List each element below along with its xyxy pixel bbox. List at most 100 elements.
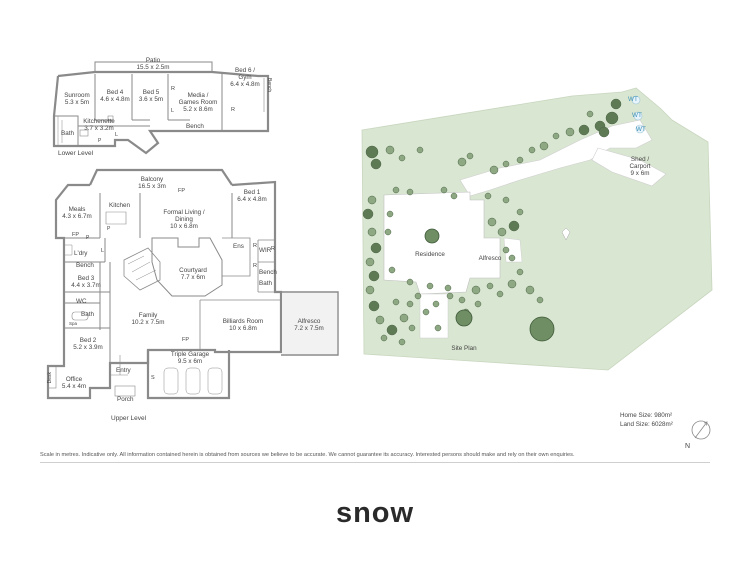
- label-bench: Bench: [186, 123, 204, 130]
- tree: [474, 300, 482, 308]
- room-meals: Meals 4.3 x 6.7m: [60, 206, 94, 220]
- tree: [386, 210, 394, 218]
- label-s: S: [151, 375, 155, 381]
- tree: [484, 192, 492, 200]
- site-label-water-tank-3: WT: [636, 126, 646, 133]
- trees: [362, 98, 622, 346]
- room-name: Sunroom: [64, 92, 90, 99]
- tree: [598, 126, 610, 138]
- upper-level-title: Upper Level: [111, 415, 147, 422]
- tree: [386, 324, 398, 336]
- tree: [539, 141, 549, 151]
- tree: [408, 324, 416, 332]
- room-dim: 4.3 x 6.7m: [62, 213, 92, 220]
- room-name: Media /: [187, 92, 209, 99]
- label-desk: Desk: [47, 372, 53, 384]
- room-name: Patio: [145, 57, 161, 64]
- label-r-3: R: [253, 263, 257, 269]
- label-r-2: R: [271, 246, 275, 252]
- room-office: Office 5.4 x 4m: [60, 376, 88, 390]
- room-balcony: Balcony 16.5 x 3m: [134, 176, 170, 190]
- lower-level-plan: [52, 61, 270, 155]
- lower-level-title: Lower Level: [58, 150, 94, 157]
- tree: [406, 278, 414, 286]
- site-label-water-tank-2: WT: [632, 112, 642, 119]
- compass-north-label: N: [685, 443, 690, 448]
- tree: [440, 186, 448, 194]
- land-size: Land Size: 6028m²: [620, 421, 673, 428]
- tree: [471, 285, 481, 295]
- room-name: Bed 3: [77, 275, 95, 282]
- tree: [586, 110, 594, 118]
- label-wc: WC: [76, 298, 87, 305]
- site-label-alfresco: Alfresco: [478, 255, 502, 262]
- label-spa: Spa: [69, 321, 78, 326]
- room-dim: 16.5 x 3m: [138, 183, 166, 190]
- driveway: [459, 119, 653, 197]
- tree: [380, 334, 388, 342]
- tree-large: [424, 228, 440, 244]
- room-dim: 4.4 x 3.7m: [71, 282, 101, 289]
- compass-icon: N: [685, 420, 711, 448]
- label-l: L: [171, 108, 175, 114]
- tree: [414, 292, 422, 300]
- room-name: Billiards Room: [222, 318, 264, 325]
- room-dim: 3.7 x 3.2m: [84, 125, 114, 132]
- room-dim: 4.6 x 4.8m: [100, 96, 130, 103]
- label-bench-vertical: Bench: [266, 78, 272, 93]
- tree: [508, 220, 520, 232]
- room-dim: 7.2 x 7.5m: [294, 325, 324, 332]
- tree: [466, 152, 474, 160]
- tree: [502, 160, 510, 168]
- tree: [370, 158, 382, 170]
- room-name: Alfresco: [297, 318, 321, 325]
- tree: [508, 254, 516, 262]
- room-dim: 5.2 x 3.9m: [73, 344, 103, 351]
- room-name: Bed 2: [79, 337, 97, 344]
- tree: [368, 300, 380, 312]
- tree: [432, 300, 440, 308]
- tree: [367, 227, 377, 237]
- disclaimer: Scale in metres. Indicative only. All in…: [40, 452, 575, 458]
- tree: [450, 192, 458, 200]
- label-bath: Bath: [61, 130, 74, 137]
- tree: [536, 296, 544, 304]
- tree: [525, 285, 535, 295]
- room-kitchenette: Kitchenette 3.7 x 3.2m: [80, 118, 118, 132]
- label-entry: Entry: [116, 367, 131, 374]
- label-bench-1: Bench: [76, 262, 94, 269]
- tree: [516, 156, 524, 164]
- tree: [365, 257, 375, 267]
- tree: [486, 282, 494, 290]
- home-size: Home Size: 980m²: [620, 412, 673, 419]
- label-bath-2: Bath: [259, 280, 272, 287]
- alfresco-pad: [503, 237, 523, 263]
- residence-footprint: [383, 191, 501, 295]
- tree: [375, 315, 385, 325]
- label-p-1: P: [107, 226, 111, 232]
- room-dim: 6.4 x 4.8m: [230, 81, 260, 88]
- tree: [392, 298, 400, 306]
- room-bed3: Bed 3 4.4 x 3.7m: [68, 275, 104, 289]
- label-r: R: [171, 86, 175, 92]
- label-fp-1: FP: [178, 188, 186, 194]
- room-dim: 9.5 x 6m: [177, 358, 203, 365]
- tree: [507, 279, 517, 289]
- tree: [384, 228, 392, 236]
- label-l-2: L: [115, 132, 119, 138]
- room-bed1: Bed 1 6.4 x 4.8m: [234, 189, 270, 203]
- tree: [496, 290, 504, 298]
- tree: [416, 146, 424, 154]
- label-bench-2: Bench: [259, 269, 277, 276]
- room-name: Formal Living /: [163, 209, 205, 216]
- site-label-residence: Residence: [415, 251, 445, 258]
- label-kitchen: Kitchen: [109, 202, 131, 209]
- label-fp-3: FP: [182, 337, 190, 343]
- label-porch: Porch: [117, 396, 134, 403]
- tree: [446, 292, 454, 300]
- water-tanks: [631, 95, 645, 134]
- room-bed2: Bed 2 5.2 x 3.9m: [70, 337, 106, 351]
- room-dim: 7.7 x 6m: [180, 274, 206, 281]
- room-billiards: Billiards Room 10 x 6.8m: [218, 318, 268, 332]
